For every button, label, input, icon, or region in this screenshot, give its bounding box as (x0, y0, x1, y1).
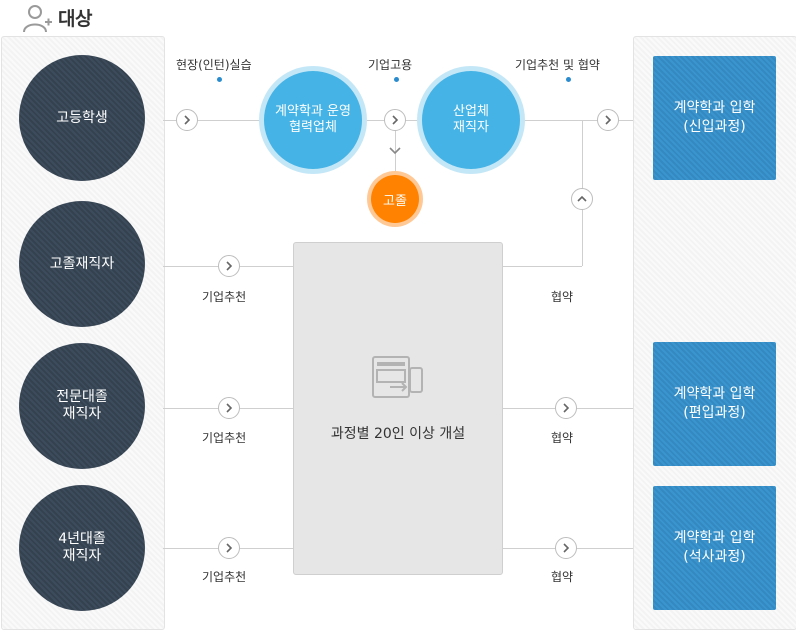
source-label: 재직자 (62, 548, 102, 564)
industry-label: 재직자 (453, 120, 489, 135)
chevron-right-icon (563, 403, 570, 413)
arrow-right-button[interactable] (597, 109, 619, 131)
target-label: (편입과정) (683, 405, 746, 421)
target-label: (석사과정) (683, 549, 746, 565)
recommend-label: 기업추천 (202, 431, 247, 445)
partner-label: 협력업체 (289, 120, 337, 135)
section-header: 대상 (22, 0, 92, 34)
chevron-right-icon (605, 115, 612, 125)
chevron-right-icon (226, 403, 233, 413)
connector-line (395, 120, 396, 172)
target-label: 계약학과 입학 (673, 386, 756, 402)
course-opening-label: 과정별 20인 이상 개설 (330, 426, 466, 442)
step-label-internship: 현장(인턴)실습 (176, 58, 252, 72)
target-master-course: 계약학과 입학 (석사과정) (653, 486, 776, 610)
target-label: (신입과정) (683, 119, 746, 135)
chevron-right-icon (392, 115, 399, 125)
arrow-right-button[interactable] (218, 397, 240, 419)
arrow-up-button[interactable] (571, 188, 593, 210)
arrow-right-button[interactable] (218, 537, 240, 559)
source-label: 재직자 (62, 406, 102, 422)
source-label: 4년대졸 (58, 531, 106, 547)
agreement-label: 협약 (551, 570, 574, 584)
step-label-employment: 기업고용 (368, 58, 413, 72)
target-transfer-course: 계약학과 입학 (편입과정) (653, 342, 776, 466)
arrow-right-button[interactable] (218, 255, 240, 277)
arrow-right-button[interactable] (555, 397, 577, 419)
chevron-down-icon (389, 147, 401, 155)
step-dot (217, 77, 222, 82)
user-add-icon (23, 5, 52, 33)
chevron-right-icon (226, 543, 233, 553)
step-dot (566, 77, 571, 82)
hs-graduate-circle: 고졸 (371, 175, 419, 223)
source-label: 고등학생 (56, 109, 108, 126)
step-dot (394, 77, 399, 82)
source-label: 전문대졸 (56, 389, 108, 405)
target-label: 계약학과 입학 (673, 100, 756, 116)
target-label: 계약학과 입학 (673, 530, 756, 546)
connector-line (502, 266, 582, 267)
agreement-label: 협약 (551, 290, 574, 304)
chevron-right-icon (563, 543, 570, 553)
agreement-label: 협약 (551, 431, 574, 445)
arrow-right-button[interactable] (555, 537, 577, 559)
recommend-label: 기업추천 (202, 290, 247, 304)
partner-label: 계약학과 운영 (275, 104, 351, 119)
document-transfer-icon (372, 356, 423, 398)
chevron-right-icon (226, 261, 233, 271)
source-high-school: 고등학생 (19, 55, 145, 181)
recommend-label: 기업추천 (202, 570, 247, 584)
step-label-recommend-agreement: 기업추천 및 협약 (515, 58, 600, 72)
section-title: 대상 (58, 7, 92, 30)
source-label: 고졸재직자 (49, 255, 115, 272)
course-opening-box: 과정별 20인 이상 개설 (293, 242, 503, 575)
source-hs-graduate-worker: 고졸재직자 (19, 201, 145, 327)
target-new-course: 계약학과 입학 (신입과정) (653, 56, 776, 180)
chevron-right-icon (184, 115, 191, 125)
graduate-label: 고졸 (383, 193, 407, 209)
arrow-right-button[interactable] (384, 109, 406, 131)
arrow-right-button[interactable] (176, 109, 198, 131)
chevron-up-icon (577, 195, 587, 202)
industry-label: 산업체 (453, 104, 489, 119)
